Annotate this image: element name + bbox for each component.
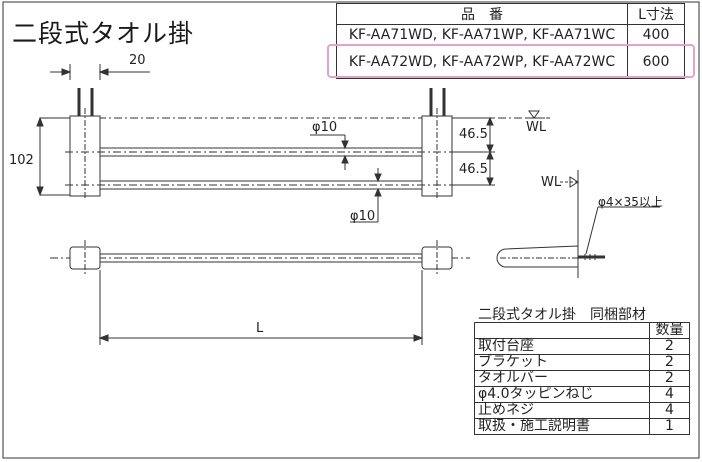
part-qty: 2	[649, 370, 690, 387]
table-header-row: 数量	[474, 322, 690, 339]
part-numbers: KF-AA71WD, KF-AA71WP, KF-AA71WC	[336, 24, 628, 46]
highlight-box	[327, 44, 695, 78]
screw-icon	[429, 88, 446, 116]
screw-icon	[77, 88, 94, 116]
part-name: ブラケット	[474, 354, 650, 371]
table-header-row: 品 番 L寸法	[336, 3, 685, 25]
wl-triangle-icon	[528, 110, 540, 119]
part-name: 取付台座	[474, 338, 650, 355]
front-view	[36, 64, 550, 223]
dim-102-label: 102	[9, 153, 34, 168]
dim-46-5-upper-label: 46.5	[459, 127, 488, 142]
top-view	[50, 240, 470, 345]
model-table: 品 番 L寸法 KF-AA71WD, KF-AA71WP, KF-AA71WC …	[336, 3, 685, 79]
part-qty: 2	[649, 338, 690, 355]
part-qty: 2	[649, 354, 690, 371]
part-qty: 1	[649, 418, 690, 435]
dim-L-label: L	[256, 321, 264, 336]
header-part-number: 品 番	[336, 3, 628, 25]
side-view	[496, 170, 660, 278]
part-numbers: KF-AA72WD, KF-AA72WP, KF-AA72WC	[336, 45, 628, 79]
part-qty: 4	[649, 402, 690, 419]
part-qty: 4	[649, 386, 690, 403]
dim-phi10-top-label: φ10	[312, 120, 338, 135]
part-name: 止めネジ	[474, 402, 650, 419]
qty-header: 数量	[649, 322, 690, 339]
wl-top-label: WL	[526, 120, 547, 135]
dim-20-label: 20	[129, 53, 146, 68]
length-value: 600	[627, 45, 685, 79]
part-name: 取扱・施工説明書	[474, 418, 650, 435]
header-length: L寸法	[627, 3, 685, 25]
dim-46-5-lower-label: 46.5	[459, 162, 488, 177]
table-row: KF-AA72WD, KF-AA72WP, KF-AA72WC 600	[336, 45, 685, 79]
page-title: 二段式タオル掛	[12, 19, 195, 48]
wl-side-label: WL	[541, 175, 562, 190]
length-value: 400	[627, 24, 685, 46]
dim-phi10-bottom-label: φ10	[350, 209, 376, 224]
screw-spec-label: φ4×35以上	[598, 195, 663, 209]
part-name: φ4.0タッピンねじ	[474, 386, 650, 403]
table-row: KF-AA71WD, KF-AA71WP, KF-AA71WC 400	[336, 24, 685, 46]
parts-list-title: 二段式タオル掛 同梱部材	[478, 307, 646, 323]
part-name: タオルバー	[474, 370, 650, 387]
